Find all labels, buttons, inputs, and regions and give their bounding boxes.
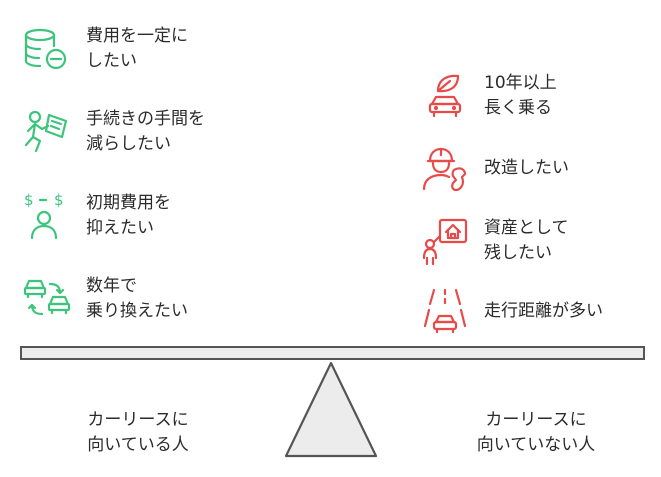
left-item-initial-cost: $ $ 初期費用を 抑えたい [22, 191, 171, 241]
left-item-fixed-cost: 費用を一定に したい [22, 24, 188, 74]
left-item-label: 数年で 乗り換えたい [86, 276, 188, 321]
seesaw-beam [20, 346, 645, 360]
database-minus-icon [24, 28, 67, 70]
left-item-swap-car: 数年で 乗り換えたい [22, 274, 188, 324]
left-caption: カーリースに 向いている人 [87, 410, 189, 455]
left-item-label: 費用を一定に したい [86, 26, 188, 71]
person-paperwork-icon [24, 110, 68, 153]
right-item-long-use: 10年以上 長く乗る [420, 71, 557, 121]
right-item-mileage: 走行距離が多い [420, 286, 603, 336]
svg-text:$: $ [24, 191, 34, 209]
leaf-car-icon [428, 74, 462, 118]
left-item-label: 手続きの手間を 減らしたい [86, 109, 205, 154]
car-road-icon [423, 288, 467, 334]
person-house-icon [422, 218, 468, 266]
car-swap-icon [23, 279, 71, 316]
mechanic-wrench-icon [422, 147, 467, 192]
right-item-label: 資産として 残したい [484, 218, 569, 263]
right-caption: カーリースに 向いていない人 [476, 410, 596, 455]
svg-text:$: $ [54, 191, 64, 209]
right-item-label: 改造したい [484, 157, 569, 178]
right-item-asset: 資産として 残したい [420, 216, 569, 266]
right-item-modify: 改造したい [420, 143, 569, 193]
money-person-icon: $ $ [24, 191, 64, 240]
seesaw-fulcrum [284, 361, 378, 458]
left-item-label: 初期費用を 抑えたい [86, 193, 171, 238]
right-item-label: 10年以上 長く乗る [484, 73, 557, 118]
left-item-paperwork: 手続きの手間を 減らしたい [22, 107, 205, 157]
right-item-label: 走行距離が多い [484, 300, 603, 321]
